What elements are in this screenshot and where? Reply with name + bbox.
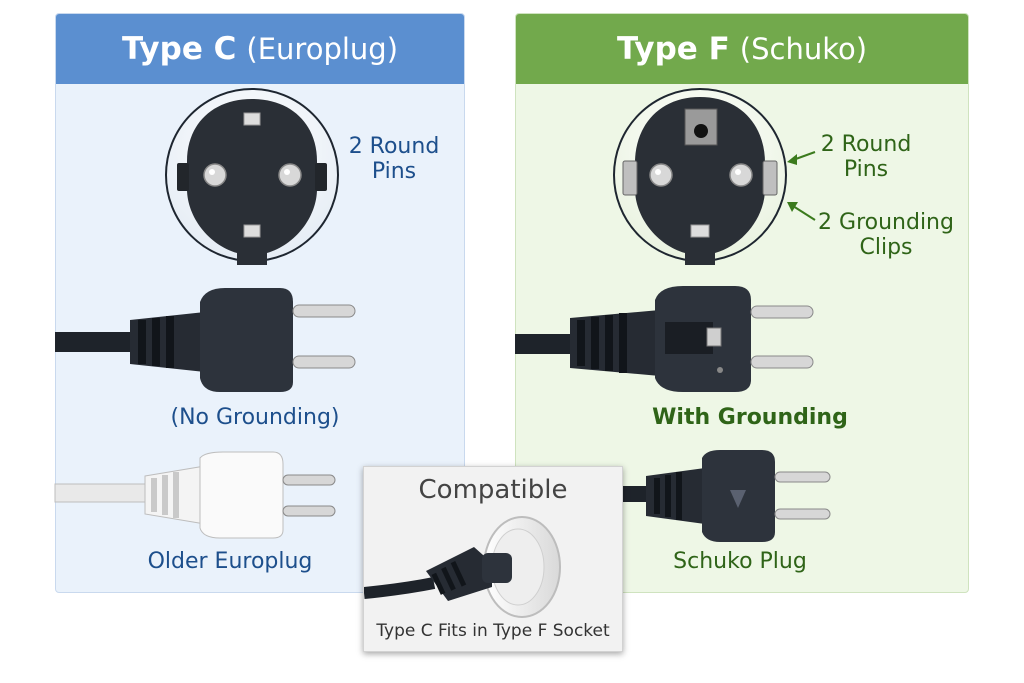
type-f-clips-label: 2 Grounding Clips [816, 210, 956, 260]
type-c-in-type-f-socket-illustration [364, 516, 561, 618]
schuko-plug-illustration [620, 450, 831, 542]
type-f-header: Type F (Schuko) [516, 14, 968, 84]
arrow-icon [787, 154, 797, 165]
type-c-grounding-label: (No Grounding) [170, 405, 340, 430]
schuko-plug-label: Schuko Plug [673, 549, 807, 574]
type-f-title: Type F [616, 31, 730, 67]
type-c-plug-illustration [55, 288, 356, 392]
type-f-clips-line2: Clips [859, 235, 913, 260]
type-f-pins-line1: 2 Round [820, 132, 912, 157]
type-c-pins-line1: 2 Round [348, 134, 440, 159]
type-f-clips-line1: 2 Grounding [818, 210, 954, 235]
compatibility-caption: Type C Fits in Type F Socket [376, 621, 610, 641]
type-c-subtitle: (Europlug) [246, 32, 399, 66]
compatibility-title: Compatible [418, 475, 568, 505]
type-c-pins-line2: Pins [371, 159, 417, 184]
older-europlug-illustration [54, 451, 336, 539]
type-c-header: Type C (Europlug) [56, 14, 464, 84]
arrow-icon [787, 202, 798, 212]
type-f-pins-line2: Pins [843, 157, 889, 182]
type-f-face-illustration [613, 88, 787, 265]
older-europlug-label: Older Europlug [147, 549, 313, 574]
type-f-pins-label: 2 Round Pins [816, 132, 916, 182]
type-c-face-illustration [165, 88, 339, 265]
type-c-title: Type C [121, 31, 237, 67]
compatibility-callout: Compatible Type C Fits in Type F Socket [363, 466, 623, 652]
type-c-pins-label: 2 Round Pins [346, 134, 442, 184]
type-f-pointer-arrows [787, 151, 816, 221]
type-f-grounding-label: With Grounding [652, 405, 848, 430]
type-f-subtitle: (Schuko) [739, 32, 868, 66]
type-f-plug-illustration [515, 286, 814, 392]
